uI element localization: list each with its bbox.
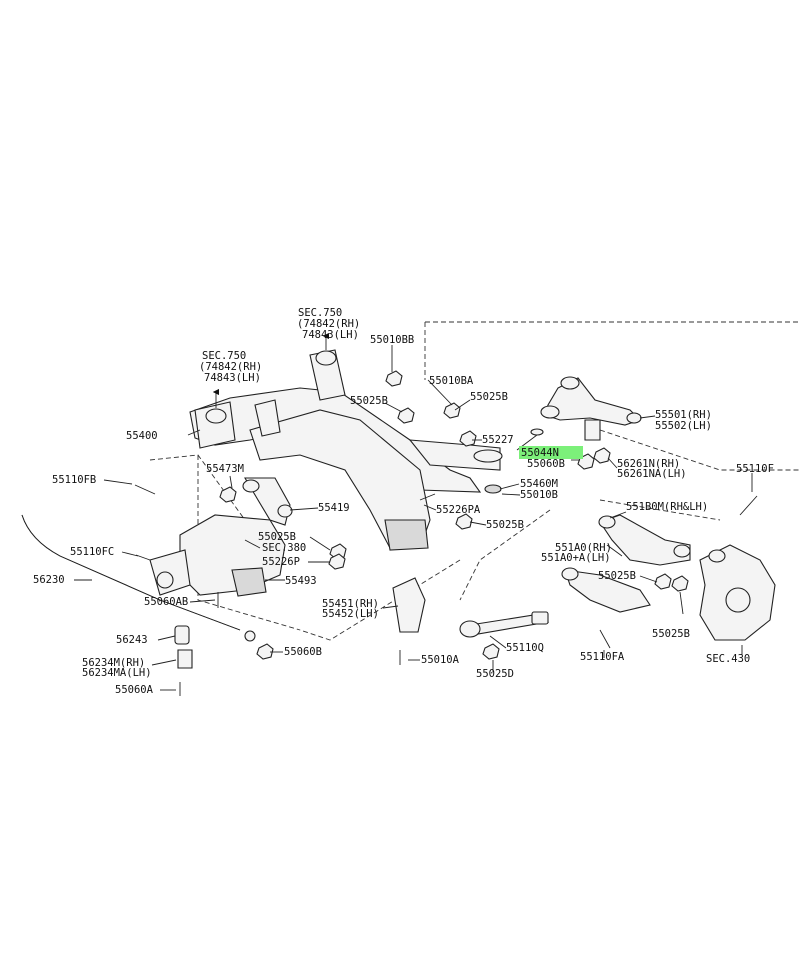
stabilizer-bar xyxy=(21,514,256,669)
label-551A0A: 551A0+A(LH) xyxy=(541,552,611,564)
label-56234M: 56234M(RH) xyxy=(82,657,145,669)
label-56230: 56230 xyxy=(33,574,65,586)
label-55025B-d: 55025B xyxy=(258,531,296,543)
label-55060A: 55060A xyxy=(115,684,154,696)
label-55060AB: 55060AB xyxy=(144,596,188,608)
label-55010BB: 55010BB xyxy=(370,334,414,346)
label-55110FA: 55110FA xyxy=(580,651,625,663)
label-56234MA: 56234MA(LH) xyxy=(82,667,152,679)
label-55060B: 55060B xyxy=(527,458,565,470)
label-55025B-f: 55025B xyxy=(652,628,690,640)
label-55110FB: 55110FB xyxy=(52,474,96,486)
label-55010BA: 55010BA xyxy=(429,375,474,387)
label-55227: 55227 xyxy=(482,434,514,446)
label-74843-top: 74843(LH) xyxy=(302,329,359,341)
label-55460M: 55460M xyxy=(520,478,558,490)
label-56261N: 56261N(RH) xyxy=(617,458,680,470)
label-55226P: 55226P xyxy=(262,556,300,568)
radius-rod xyxy=(459,611,550,638)
label-56243: 56243 xyxy=(116,634,148,646)
label-55226PA: 55226PA xyxy=(436,504,481,516)
axle-knuckle xyxy=(699,544,776,641)
label-55419: 55419 xyxy=(318,502,350,514)
label-sec750-left: SEC.750 xyxy=(202,350,246,362)
label-55010A: 55010A xyxy=(421,654,460,666)
label-74842-top: (74842(RH) xyxy=(297,318,360,330)
label-55400: 55400 xyxy=(126,430,158,442)
label-55451: 55451(RH) xyxy=(322,598,379,610)
label-55473M: 55473M xyxy=(206,463,244,475)
upper-link-assembly xyxy=(530,376,642,441)
subframe-crossmember xyxy=(189,349,503,551)
label-55044N: 55044N xyxy=(521,447,559,459)
label-551A0: 551A0(RH) xyxy=(555,542,612,554)
label-55025B-b: 55025B xyxy=(470,391,508,403)
label-55010B: 55010B xyxy=(520,489,558,501)
differential-mount xyxy=(149,477,293,597)
bracket xyxy=(392,577,426,633)
label-56261NA: 56261NA(LH) xyxy=(617,468,687,480)
lower-arm-assembly xyxy=(561,514,691,613)
label-74843-left: 74843(LH) xyxy=(204,372,261,384)
nuts xyxy=(219,370,689,660)
label-55110FC: 55110FC xyxy=(70,546,114,558)
label-55060B-b: 55060B xyxy=(284,646,322,658)
label-551B0M: 551B0M(RH&LH) xyxy=(626,501,708,513)
label-55502: 55502(LH) xyxy=(655,420,712,432)
dashed-reference-lines xyxy=(149,321,800,641)
label-sec750-top: SEC.750 xyxy=(298,307,342,319)
label-55110Q: 55110Q xyxy=(506,642,544,654)
label-sec430: SEC.430 xyxy=(706,653,750,665)
label-74842-left: (74842(RH) xyxy=(199,361,262,373)
leader-lines xyxy=(74,345,753,691)
label-55110F: 55110F xyxy=(736,463,774,475)
label-sec380: SEC.380 xyxy=(262,542,306,554)
label-55452: 55452(LH) xyxy=(322,608,379,620)
label-55025B-c: 55025B xyxy=(486,519,524,531)
label-55493: 55493 xyxy=(285,575,317,587)
label-55025D: 55025D xyxy=(476,668,514,680)
highlight-55044N xyxy=(519,446,583,459)
label-55501: 55501(RH) xyxy=(655,409,712,421)
bolts xyxy=(134,484,758,696)
label-55025B-a: 55025B xyxy=(350,395,388,407)
part-labels: SEC.750 (74842(RH) 74843(LH) SEC.750 (74… xyxy=(33,307,774,696)
label-55025B-e: 55025B xyxy=(598,570,636,582)
